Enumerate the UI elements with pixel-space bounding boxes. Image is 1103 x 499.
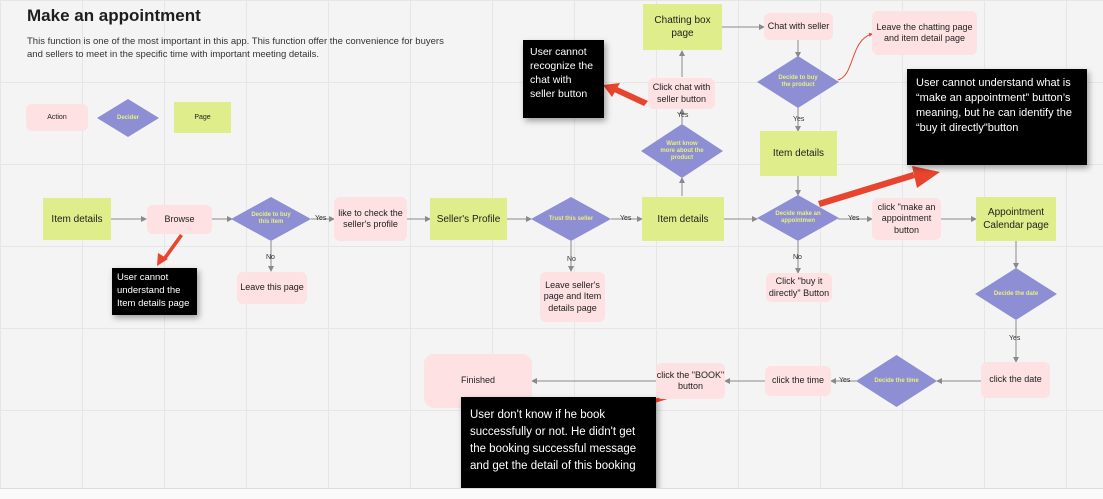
- legend-decision: Decider: [97, 99, 159, 137]
- node-sellers-profile: Seller's Profile: [430, 198, 507, 240]
- node-item-details-start: Item details: [43, 198, 111, 240]
- node-chat-seller: Chat with seller: [764, 13, 833, 40]
- node-buy-directly: Click "buy it directly" Button: [766, 273, 832, 302]
- edge-label-yes: Yes: [839, 377, 851, 384]
- note-arrow-chat-head: [603, 83, 620, 97]
- node-click-make-appointment: click "make an appointment button: [872, 198, 941, 240]
- edge-label-yes: Yes: [848, 215, 860, 222]
- edge-label-yes: Yes: [315, 215, 327, 222]
- node-leave-seller: Leave seller's page and Item details pag…: [540, 272, 605, 322]
- node-click-date: click the date: [981, 362, 1050, 398]
- decision-time: Decide the time: [856, 355, 937, 407]
- note-arrow-appointment: [818, 172, 915, 207]
- edge-label-yes: Yes: [1009, 335, 1021, 342]
- edge-label-yes: Yes: [677, 112, 689, 119]
- decision-trust-seller: Trust this seller: [531, 197, 611, 241]
- board-title: Make an appointment: [27, 6, 201, 25]
- decision-want-know: Want know more about the product: [641, 124, 723, 178]
- node-click-book: click the "BOOK" button: [656, 363, 725, 399]
- node-item-details-right: Item details: [760, 131, 837, 176]
- note-booking: User don't know if he book successfully …: [461, 397, 656, 498]
- legend-action: Action: [26, 104, 88, 131]
- note-arrow-item-details-head: [157, 253, 168, 266]
- edge-label-no: No: [266, 254, 275, 261]
- node-click-chat: Click chat with seller button: [648, 78, 715, 109]
- edge-label-yes: Yes: [793, 116, 805, 123]
- decision-buy-item: Decide to buy this item: [231, 197, 311, 241]
- note-arrow-appointment-head: [912, 166, 940, 188]
- board-description: This function is one of the most importa…: [27, 36, 444, 60]
- edge-label-yes: Yes: [620, 215, 632, 222]
- node-leave-page: Leave this page: [237, 272, 307, 304]
- edge-decide-to-leave-chatting: [837, 32, 873, 81]
- node-appointment-calendar: Appointment Calendar page: [976, 197, 1056, 241]
- edge-label-no: No: [567, 256, 576, 263]
- note-arrow-chat: [612, 86, 648, 106]
- decision-make-appointment: Decide make an appointmen: [757, 195, 839, 241]
- note-chat-button: User cannot recognize the chat with sell…: [523, 40, 604, 118]
- note-arrow-item-details: [162, 234, 183, 261]
- node-chatting-page: Chatting box page: [643, 4, 722, 50]
- node-item-details-mid: Item details: [642, 197, 724, 241]
- node-check-profile: like to check the seller's profile: [334, 197, 407, 241]
- node-browse: Browse: [147, 205, 212, 234]
- note-appointment-button: User cannot understand what is “make an …: [907, 69, 1087, 165]
- canvas-bottom-bar: [0, 488, 1103, 499]
- legend-page: Page: [174, 102, 231, 133]
- decision-date: Decide the date: [975, 268, 1057, 320]
- node-click-time: click the time: [765, 366, 831, 396]
- decision-buy-product: Decide to buy the product: [757, 56, 839, 108]
- edge-label-no: No: [793, 254, 802, 261]
- node-leave-chatting: Leave the chatting page and item detail …: [872, 11, 977, 55]
- note-item-details: User cannot understand the Item details …: [112, 268, 197, 315]
